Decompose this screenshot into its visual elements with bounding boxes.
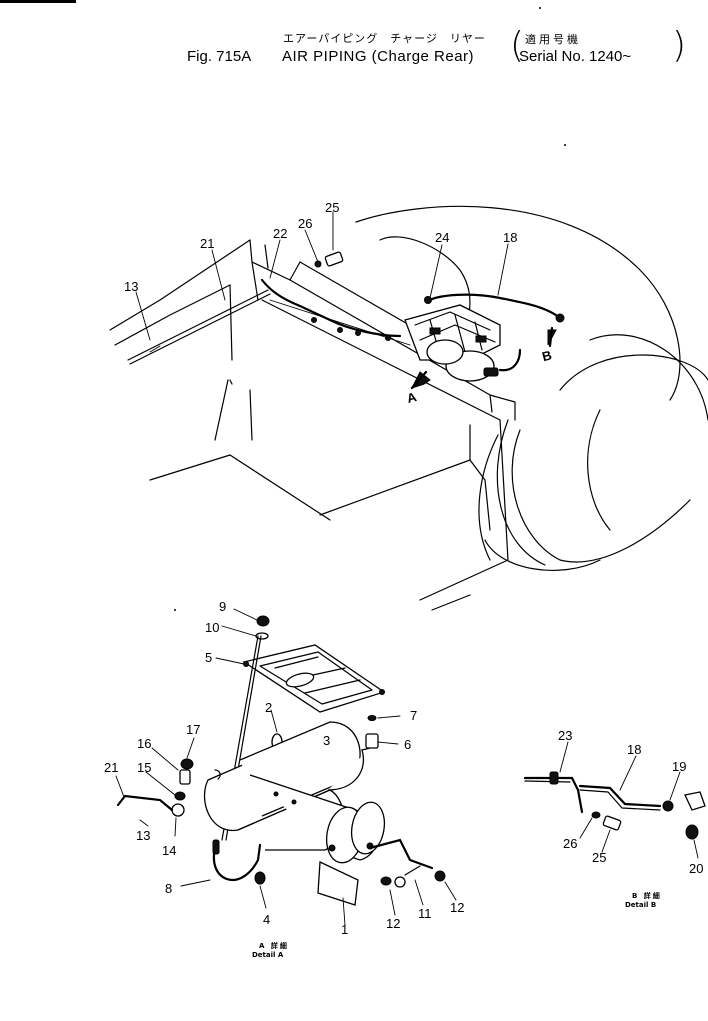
serial-japanese: 適用号機 <box>525 33 581 46</box>
callout-a-15: 15 <box>137 760 151 775</box>
speck <box>174 609 176 611</box>
callout-a-13: 13 <box>136 828 150 843</box>
callout-a-4: 4 <box>263 912 270 927</box>
callout-main-13: 13 <box>124 279 138 294</box>
callout-b-25: 25 <box>592 850 606 865</box>
callout-a-11: 11 <box>418 906 432 921</box>
callout-b-23: 23 <box>558 728 572 743</box>
detail-b-label-jp: B 詳細 <box>632 891 662 900</box>
callout-b-26: 26 <box>563 836 577 851</box>
detail-b-exploded <box>523 741 706 859</box>
callout-a-3: 3 <box>323 733 330 748</box>
view-arrow-b: B <box>540 326 557 364</box>
callout-a-1: 1 <box>341 922 348 937</box>
speck <box>539 7 541 9</box>
callout-main-25: 25 <box>325 200 339 215</box>
callout-a-17: 17 <box>186 722 200 737</box>
callout-main-26: 26 <box>298 216 312 231</box>
callout-a-8: 8 <box>165 881 172 896</box>
view-arrow-a: A <box>405 370 431 406</box>
serial-paren-right: ) <box>672 25 687 66</box>
callout-b-20: 20 <box>689 861 703 876</box>
callout-b-18: 18 <box>627 742 641 757</box>
detail-a-exploded <box>115 608 457 926</box>
top-rule <box>0 0 76 3</box>
twin-air-tanks <box>203 721 386 926</box>
air-tank-assembly-main <box>404 304 501 382</box>
callout-a-16: 16 <box>137 736 151 751</box>
speck <box>564 144 566 146</box>
detail-a-label-jp: A 詳細 <box>259 941 289 950</box>
callout-b-19: 19 <box>672 759 686 774</box>
callout-a-5: 5 <box>205 650 212 665</box>
title-japanese: エアーパイピング チャージ リヤー <box>283 32 486 45</box>
callout-main-21: 21 <box>200 236 214 251</box>
machine-rear-view: A B <box>109 205 708 611</box>
callout-a-12-right: 12 <box>450 900 464 915</box>
figure-title: AIR PIPING (Charge Rear) <box>282 48 475 65</box>
figure-number: Fig. 715A <box>187 48 252 65</box>
callout-a-21: 21 <box>104 760 118 775</box>
callout-main-24: 24 <box>435 230 449 245</box>
callout-main-18: 18 <box>503 230 517 245</box>
view-arrow-b-label: B <box>540 347 553 364</box>
detail-b-label-en: Detail B <box>625 901 656 909</box>
callout-a-2: 2 <box>265 700 272 715</box>
callout-a-12-left: 12 <box>386 916 400 931</box>
callout-main-22: 22 <box>273 226 287 241</box>
callout-a-6: 6 <box>404 737 411 752</box>
detail-a-label-en: Detail A <box>252 951 284 959</box>
callout-a-10: 10 <box>205 620 219 635</box>
callout-a-7: 7 <box>410 708 417 723</box>
view-arrow-a-label: A <box>405 389 419 406</box>
serial-paren-left: ( <box>510 25 525 66</box>
callout-a-9: 9 <box>219 599 226 614</box>
callout-a-14: 14 <box>162 843 176 858</box>
serial-number: Serial No. 1240~ <box>519 48 632 65</box>
